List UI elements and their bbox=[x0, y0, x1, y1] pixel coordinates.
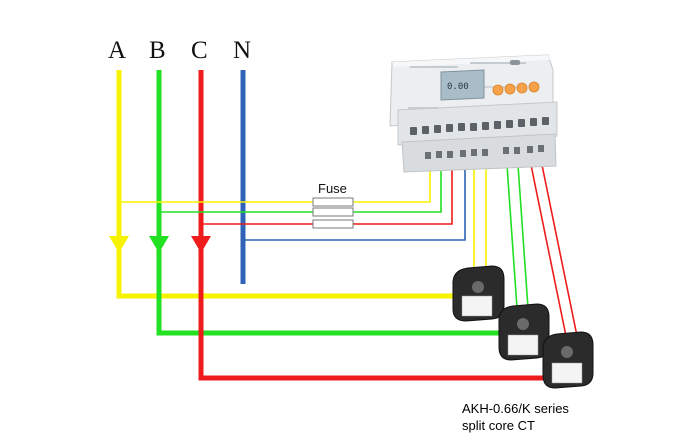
phase-a-bus bbox=[116, 70, 472, 299]
ct-caption-line-1: AKH-0.66/K series bbox=[462, 401, 569, 416]
voltage-taps bbox=[119, 165, 466, 241]
ct-phase-a bbox=[452, 265, 505, 322]
meter-terminals bbox=[410, 117, 549, 135]
fuse-label: Fuse bbox=[318, 181, 347, 196]
ct-phase-b bbox=[498, 303, 550, 361]
phase-c-label: C bbox=[191, 37, 208, 64]
fuse-phase-a bbox=[312, 197, 354, 207]
meter-button-2 bbox=[504, 83, 516, 95]
main-buses bbox=[116, 70, 556, 381]
ct-b-lead-2 bbox=[517, 164, 529, 309]
phase-c-arrow bbox=[191, 236, 211, 253]
ct-caption-line-2: split core CT bbox=[462, 418, 535, 433]
ct-phase-c bbox=[542, 331, 594, 389]
meter-display-value: 0.00 bbox=[447, 82, 469, 92]
fuse-phase-c bbox=[312, 219, 354, 229]
ct-leads bbox=[473, 164, 578, 337]
phase-a-label: A bbox=[108, 37, 126, 64]
meter-button-1 bbox=[492, 84, 504, 96]
fuse-phase-b bbox=[312, 207, 354, 217]
meter-button-4 bbox=[528, 81, 540, 93]
phase-b-bus bbox=[156, 70, 514, 336]
fuses bbox=[312, 197, 354, 229]
neutral-tap bbox=[243, 165, 466, 241]
phase-a-tap bbox=[119, 165, 431, 203]
ct-c-lead-2 bbox=[541, 164, 578, 337]
meter-lower-terminals bbox=[425, 145, 544, 159]
phase-b-arrow bbox=[149, 236, 169, 253]
phase-a-arrow bbox=[109, 236, 129, 253]
meter-display: 0.00 bbox=[440, 69, 485, 101]
meter-button-3 bbox=[516, 82, 528, 94]
phase-n-label: N bbox=[233, 37, 251, 64]
phase-c-bus bbox=[198, 70, 556, 381]
phase-b-tap bbox=[159, 165, 442, 213]
energy-meter: 0.00 bbox=[389, 54, 558, 173]
meter-buttons bbox=[492, 81, 540, 96]
meter-indicator bbox=[510, 60, 520, 65]
ct-b-lead-1 bbox=[506, 164, 518, 309]
phase-c-tap bbox=[201, 165, 453, 225]
ct-c-lead-1 bbox=[530, 164, 567, 337]
phase-b-label: B bbox=[149, 37, 166, 64]
